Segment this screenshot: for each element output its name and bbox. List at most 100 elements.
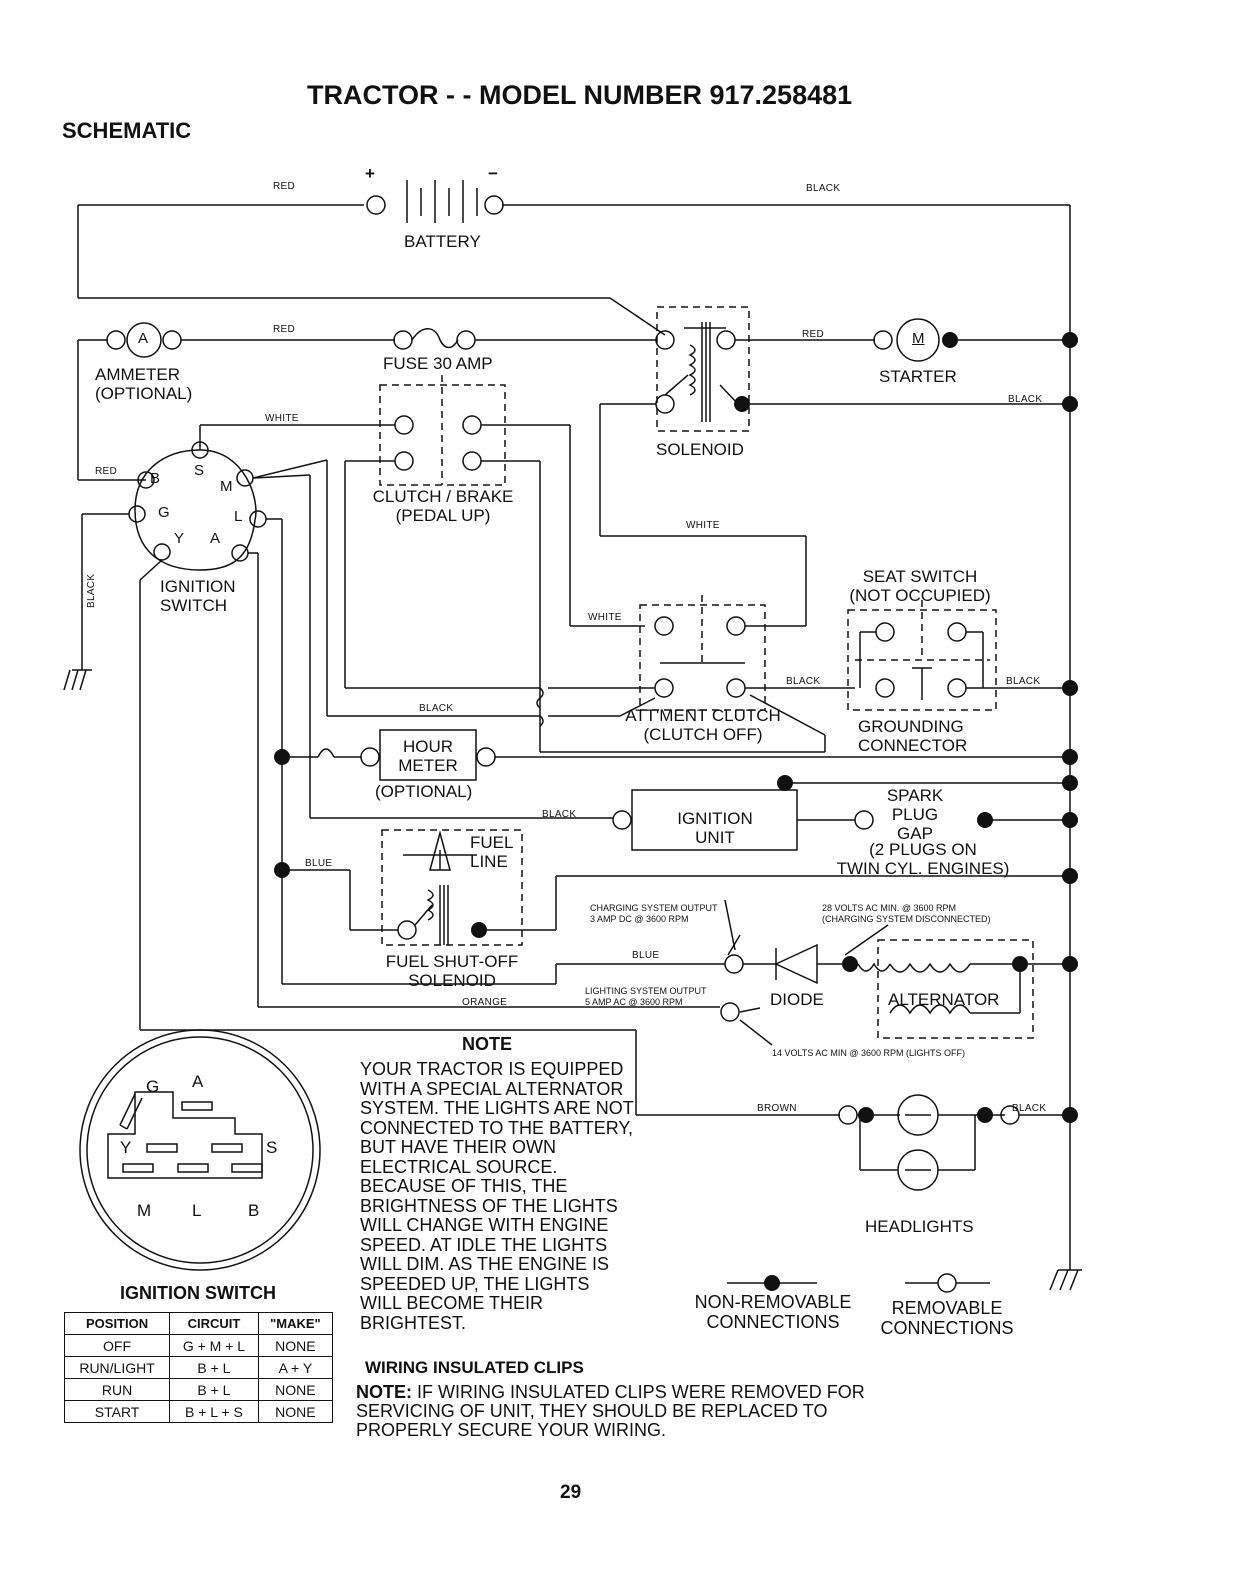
table-header-row: POSITION CIRCUIT "MAKE" xyxy=(63,1312,334,1335)
ammeter-fuse-line xyxy=(77,322,656,481)
plug-letter-l: L xyxy=(192,1201,202,1220)
ign-terminal-m: M xyxy=(220,478,233,495)
battery-plus: + xyxy=(365,164,375,183)
table-cell: B + L xyxy=(169,1356,259,1379)
table-cell: RUN xyxy=(63,1378,171,1401)
table-cell: NONE xyxy=(257,1400,334,1423)
page-title: TRACTOR - - MODEL NUMBER 917.258481 xyxy=(307,80,853,110)
ignition-switch-symbol xyxy=(63,441,328,1030)
ign-terminal-l: L xyxy=(234,508,243,525)
wire-label-black: BLACK xyxy=(806,183,841,194)
ignition-unit-symbol xyxy=(310,782,1070,851)
wire-label-black: BLACK xyxy=(1012,1103,1047,1114)
non-removable-connections xyxy=(274,332,1078,1123)
table-cell: A + Y xyxy=(257,1356,334,1379)
plug-view-title: IGNITION SWITCH xyxy=(120,1283,276,1303)
wire-label-black: BLACK xyxy=(86,573,97,608)
wire-label-brown: BROWN xyxy=(757,1103,797,1114)
table-cell: NONE xyxy=(257,1334,334,1357)
ign-terminal-a: A xyxy=(210,530,221,547)
ign-terminal-s: S xyxy=(194,462,205,479)
plug-letter-s: S xyxy=(266,1138,278,1157)
ignition-switch-table: POSITION CIRCUIT "MAKE" OFF G + M + L NO… xyxy=(63,1312,334,1423)
plug-letter-m: M xyxy=(137,1201,152,1220)
seat-switch-symbol xyxy=(847,600,1070,711)
alternator-label: ALTERNATOR xyxy=(888,990,1000,1009)
table-row: RUN B + L NONE xyxy=(63,1378,334,1401)
ignition-plug-view xyxy=(79,1029,321,1271)
table-cell: OFF xyxy=(63,1334,171,1357)
table-cell: RUN/LIGHT xyxy=(63,1356,171,1379)
attachment-clutch-label: ATT'MENT CLUTCH(CLUTCH OFF) xyxy=(625,706,781,744)
frame-ground-symbol xyxy=(1049,1269,1082,1291)
plug-letter-a: A xyxy=(192,1072,204,1091)
plug-letter-b: B xyxy=(248,1201,260,1220)
wire-label-red: RED xyxy=(95,466,118,477)
fuse-label: FUSE 30 AMP xyxy=(383,354,493,373)
note-title: NOTE xyxy=(462,1034,513,1054)
wire-label-red: RED xyxy=(802,329,825,340)
wire-label-black: BLACK xyxy=(786,676,821,687)
table-cell: G + M + L xyxy=(169,1334,259,1357)
ign-terminal-b: B xyxy=(150,470,161,487)
table-header: CIRCUIT xyxy=(169,1312,259,1335)
battery-minus: − xyxy=(488,164,498,183)
clips-title: WIRING INSULATED CLIPS xyxy=(365,1358,584,1377)
attachment-clutch-switch xyxy=(327,595,855,752)
ign-terminal-y: Y xyxy=(174,530,185,547)
wire-label-red: RED xyxy=(273,181,296,192)
table-row: START B + L + S NONE xyxy=(63,1400,334,1423)
table-header: "MAKE" xyxy=(257,1312,334,1335)
starter-symbol xyxy=(750,318,1070,405)
hour-meter-optional: (OPTIONAL) xyxy=(375,782,473,801)
solenoid-symbol xyxy=(600,306,875,432)
legend-symbols xyxy=(727,1273,990,1293)
plug-letter-g: G xyxy=(146,1077,160,1096)
white-wire-route xyxy=(599,404,807,627)
headlights-label: HEADLIGHTS xyxy=(865,1217,974,1236)
ammeter-letter: A xyxy=(138,330,149,347)
ign-terminal-g: G xyxy=(158,504,170,521)
clips-note: NOTE: IF WIRING INSULATED CLIPS WERE REM… xyxy=(356,1382,865,1440)
wire-label-white: WHITE xyxy=(588,612,622,623)
headlights-circuit xyxy=(140,1029,1070,1191)
battery-loop xyxy=(77,204,1071,1270)
wire-label-white: WHITE xyxy=(265,413,299,424)
clutch-brake-switch xyxy=(199,375,825,753)
wire-label-black: BLACK xyxy=(1006,676,1041,687)
alternator-circuit xyxy=(258,899,1070,1046)
wire-label-blue: BLUE xyxy=(632,950,660,961)
battery-label: BATTERY xyxy=(404,232,481,251)
fuel-solenoid-symbol xyxy=(282,829,1070,946)
section-title: SCHEMATIC xyxy=(62,118,192,143)
table-cell: START xyxy=(63,1400,171,1423)
wire-label-black: BLACK xyxy=(419,703,454,714)
wire-label-orange: ORANGE xyxy=(462,997,508,1008)
starter-label: STARTER xyxy=(879,367,957,386)
starter-letter: M xyxy=(912,330,925,347)
wire-label-red: RED xyxy=(273,324,296,335)
volts-14-spec: 14 VOLTS AC MIN @ 3600 RPM (LIGHTS OFF) xyxy=(772,1048,966,1058)
wire-label-black: BLACK xyxy=(1008,394,1043,405)
table-row: OFF G + M + L NONE xyxy=(63,1334,334,1357)
clutch-brake-label: CLUTCH / BRAKE(PEDAL UP) xyxy=(372,487,514,525)
wire-label-white: WHITE xyxy=(686,520,720,531)
diode-label: DIODE xyxy=(770,990,824,1009)
wire-label-black: BLACK xyxy=(542,809,577,820)
volts-28-spec: 28 VOLTS AC MIN. @ 3600 RPM(CHARGING SYS… xyxy=(822,903,991,924)
plug-letter-y: Y xyxy=(120,1138,132,1157)
table-row: RUN/LIGHT B + L A + Y xyxy=(63,1356,334,1379)
seat-switch-label: SEAT SWITCH(NOT OCCUPIED) xyxy=(849,567,991,605)
table-cell: B + L + S xyxy=(169,1400,259,1423)
table-cell: B + L xyxy=(169,1378,259,1401)
table-header: POSITION xyxy=(63,1312,171,1335)
